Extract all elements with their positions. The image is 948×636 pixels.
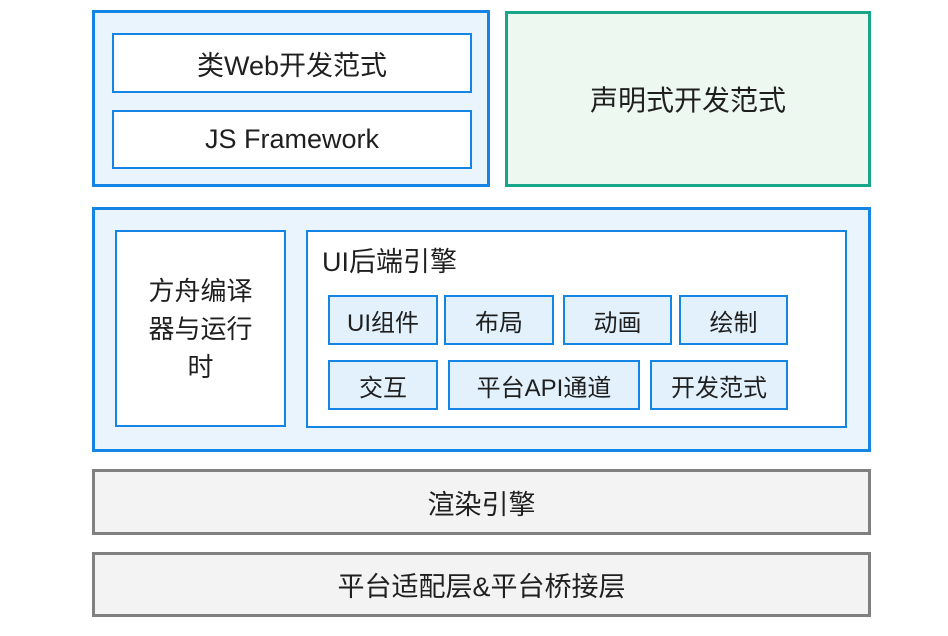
ui-backend-engine-box: UI后端引擎 UI组件 布局 动画 绘制 交互 平台API通道 开发范式 (306, 230, 847, 428)
chip-interaction-label: 交互 (359, 374, 407, 402)
chip-layout-label: 布局 (475, 309, 523, 337)
chip-ui-components: UI组件 (328, 295, 438, 345)
js-framework-label: JS Framework (204, 124, 380, 154)
platform-adaptation-bridge-label: 平台适配层&平台桥接层 (337, 572, 626, 602)
chip-interaction: 交互 (328, 360, 438, 410)
ark-compiler-runtime-box: 方舟编译器与运行时 (115, 230, 286, 427)
web-like-paradigm-group: 类Web开发范式 JS Framework (92, 10, 490, 187)
js-framework-box: JS Framework (112, 110, 472, 169)
chip-platform-api-channel-label: 平台API通道 (476, 374, 612, 402)
chip-animation-label: 动画 (593, 309, 642, 337)
chip-dev-paradigm-label: 开发范式 (671, 374, 767, 402)
render-engine-label: 渲染引擎 (427, 489, 536, 520)
chip-platform-api-channel: 平台API通道 (448, 360, 640, 410)
chip-ui-components-label: UI组件 (347, 309, 419, 337)
web-like-paradigm-label: 类Web开发范式 (196, 50, 388, 81)
web-like-paradigm-box: 类Web开发范式 (112, 33, 472, 93)
platform-adaptation-bridge-layer: 平台适配层&平台桥接层 (92, 552, 871, 617)
chip-animation: 动画 (563, 295, 672, 345)
ark-compiler-runtime-label: 方舟编译器与运行时 (148, 275, 253, 382)
declarative-paradigm-box: 声明式开发范式 (505, 11, 871, 187)
chip-dev-paradigm: 开发范式 (650, 360, 788, 410)
chip-drawing-label: 绘制 (709, 309, 758, 337)
runtime-and-engine-group: 方舟编译器与运行时 UI后端引擎 UI组件 布局 动画 绘制 交互 平台API通… (92, 207, 871, 452)
declarative-paradigm-label: 声明式开发范式 (589, 85, 786, 116)
chip-drawing: 绘制 (679, 295, 788, 345)
ui-backend-engine-title: UI后端引擎 (322, 247, 457, 277)
chip-layout: 布局 (444, 295, 554, 345)
render-engine-layer: 渲染引擎 (92, 469, 871, 535)
